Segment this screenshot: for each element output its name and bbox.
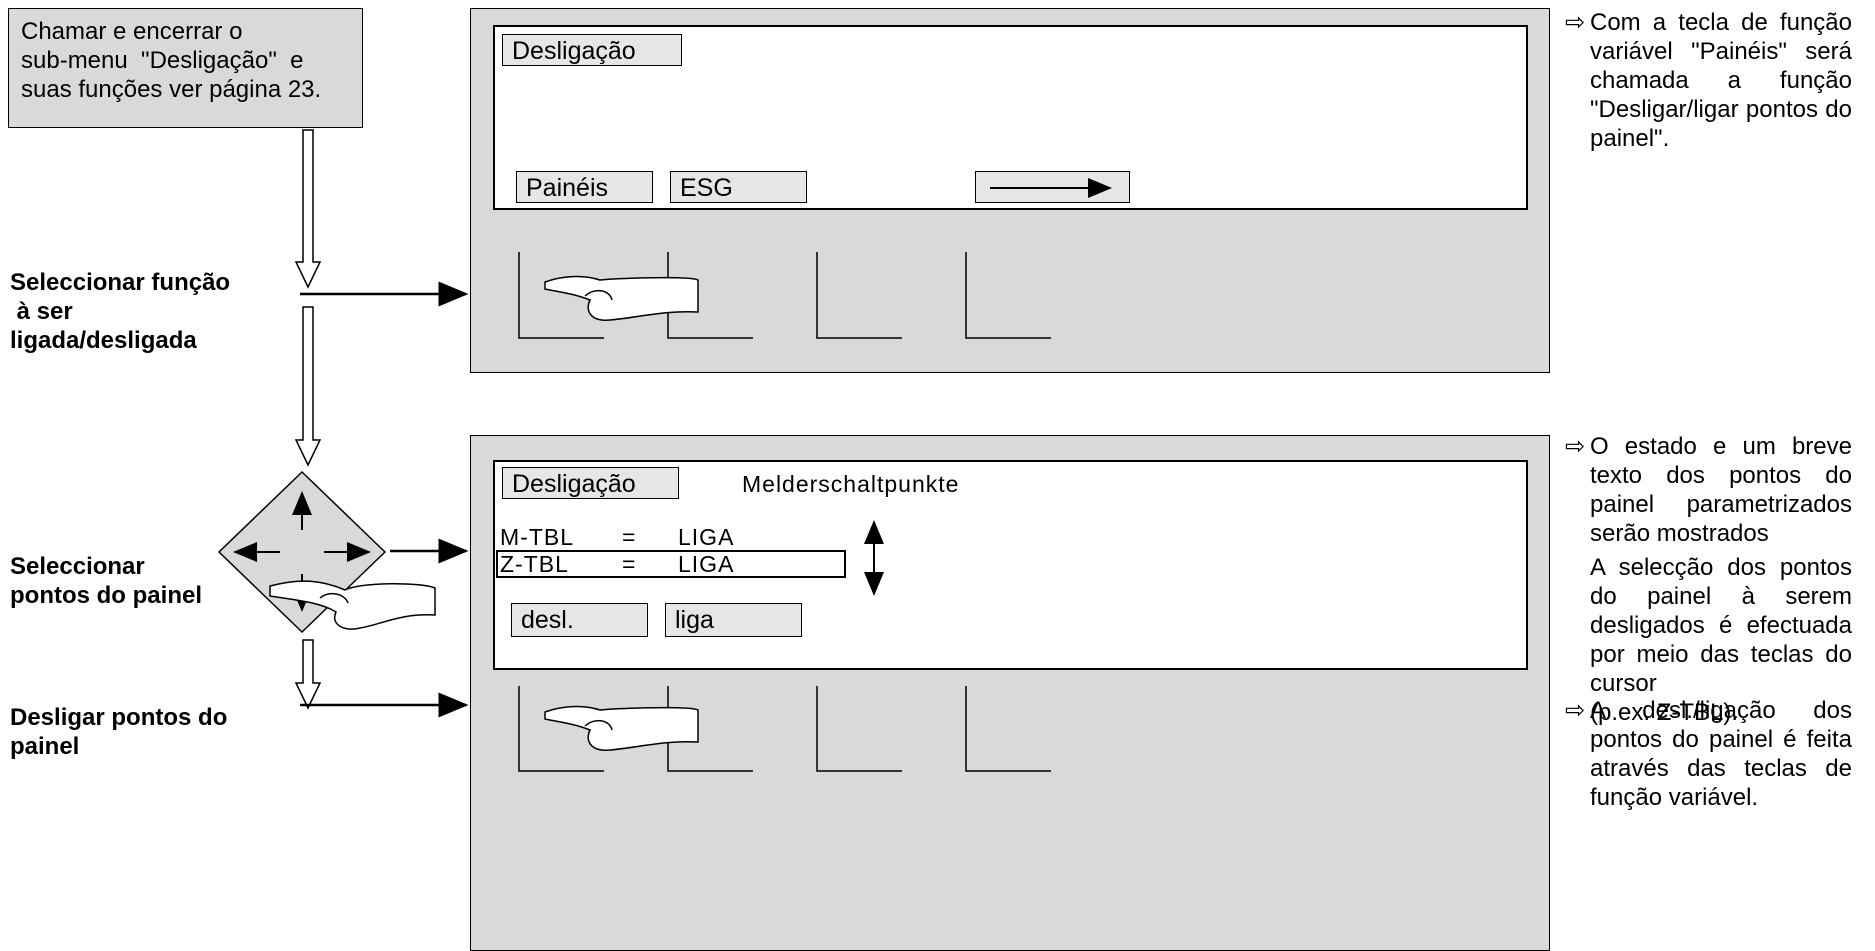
step-select-function-line2: à ser [10, 298, 73, 325]
note-3: A desl./ligação dos pontos do painel é f… [1590, 697, 1852, 811]
intro-box: Chamar e encerrar o sub-menu "Desligação… [8, 8, 363, 128]
step-select-function-line3: ligada/desligada [10, 327, 197, 354]
note3-arrow-icon: ⇨ [1565, 697, 1586, 724]
note2-arrow-icon: ⇨ [1565, 433, 1586, 460]
step-select-points-line1: Seleccionar [10, 553, 145, 580]
note-2-para-1: O estado e um breve texto dos pontos do … [1590, 433, 1852, 547]
panel2-hand-icon [544, 705, 699, 751]
row-m-tbl-name: M-TBL [500, 524, 574, 550]
softkey-label-paineis: Painéis [516, 171, 653, 203]
row-m-tbl-state: LIGA [678, 524, 735, 550]
screen2-title: Desligação [502, 467, 679, 499]
intro-line-2: sub-menu "Desligação" e [21, 47, 304, 74]
note-2-para-2: A selecção dos pontos do painel à serem … [1590, 554, 1852, 697]
step-disable-points-line1: Desligar pontos do [10, 704, 228, 731]
row-z-tbl-name: Z-TBL [500, 551, 569, 577]
softkey-label-liga: liga [665, 603, 802, 637]
step-select-function: Seleccionar função à ser ligada/desligad… [10, 268, 230, 355]
screen2-subtitle: Melderschaltpunkte [742, 471, 960, 497]
panel1-hand-icon [544, 275, 699, 321]
step-select-points-line2: pontos do painel [10, 582, 202, 609]
intro-line-1: Chamar e encerrar o [21, 18, 243, 45]
note1-arrow-icon: ⇨ [1565, 9, 1586, 36]
flow-arrow-2 [294, 306, 322, 467]
intro-line-3: suas funções ver página 23. [21, 76, 322, 103]
row-z-tbl-equals: = [622, 551, 637, 577]
selected-row-frame [496, 550, 846, 578]
softkey-label-desl: desl. [511, 603, 648, 637]
step-disable-points: Desligar pontos do painel [10, 703, 227, 761]
pointing-hand-icon [269, 580, 436, 630]
row-z-tbl-state: LIGA [678, 551, 735, 577]
step-select-function-line1: Seleccionar função [10, 269, 231, 296]
note-2: O estado e um breve texto dos pontos do … [1590, 432, 1852, 727]
step-select-points: Seleccionar pontos do painel [10, 552, 202, 610]
panel1-keys [518, 252, 1051, 339]
note-2-para-3: (p.ex. Z-TBL). [1590, 699, 1739, 726]
step-disable-points-line2: painel [10, 733, 80, 760]
note-1: Com a tecla de função variável "Painéis"… [1590, 9, 1852, 152]
screen1-title: Desligação [502, 34, 682, 66]
row-m-tbl-equals: = [622, 524, 637, 550]
softkey-label-esg: ESG [670, 171, 807, 203]
flow-arrow-1 [294, 129, 322, 289]
flow-arrow-3 [294, 639, 322, 710]
